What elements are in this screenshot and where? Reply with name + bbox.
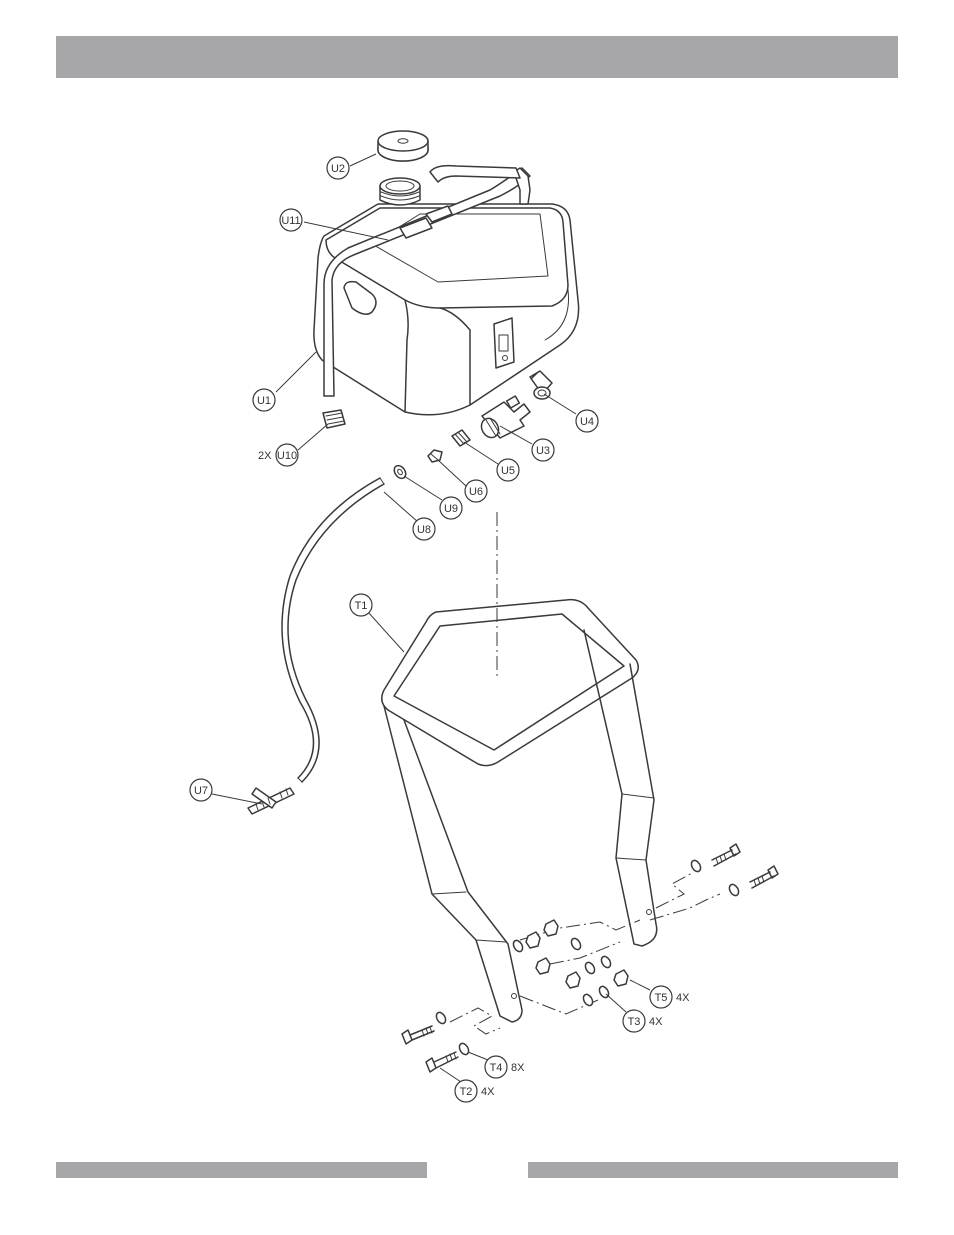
bolt <box>712 844 740 866</box>
svg-text:U8: U8 <box>417 524 431 536</box>
svg-text:4X: 4X <box>649 1016 663 1028</box>
callout-U9: U9 <box>440 497 462 519</box>
hose-barb <box>428 450 442 462</box>
fuel-hose <box>282 478 384 782</box>
callout-U10: 2X U10 <box>258 444 298 466</box>
svg-text:T1: T1 <box>355 600 368 612</box>
callout-T4: T4 8X <box>485 1056 525 1078</box>
svg-text:U7: U7 <box>194 785 208 797</box>
nut <box>526 920 628 988</box>
svg-text:U9: U9 <box>444 503 458 515</box>
callout-T5: T5 4X <box>650 986 690 1008</box>
svg-text:2X: 2X <box>258 450 272 462</box>
callout-U1: U1 <box>253 389 275 411</box>
callout-U5: U5 <box>497 459 519 481</box>
svg-text:8X: 8X <box>511 1062 525 1074</box>
callout-T3: T3 4X <box>623 1010 663 1032</box>
callout-U8: U8 <box>413 518 435 540</box>
fuel-cap <box>378 131 428 161</box>
callout-U11: U11 <box>280 209 302 231</box>
callout-U7: U7 <box>190 779 212 801</box>
svg-text:T2: T2 <box>460 1086 473 1098</box>
svg-text:U6: U6 <box>469 486 483 498</box>
callout-T1: T1 <box>350 594 372 616</box>
shutoff-valve <box>478 396 530 441</box>
svg-text:T3: T3 <box>628 1016 641 1028</box>
svg-text:U4: U4 <box>580 416 594 428</box>
callout-U2: U2 <box>327 157 349 179</box>
svg-text:U5: U5 <box>501 465 515 477</box>
bolt <box>402 1026 434 1044</box>
washer <box>435 859 741 1056</box>
callout-T2: T2 4X <box>455 1080 495 1102</box>
assembly-line <box>650 894 720 920</box>
callout-U3: U3 <box>532 439 554 461</box>
callout-U6: U6 <box>465 480 487 502</box>
callout-U4: U4 <box>576 410 598 432</box>
hose-clamp <box>392 463 408 480</box>
tee-fitting <box>248 788 294 814</box>
svg-text:4X: 4X <box>676 992 690 1004</box>
svg-text:T5: T5 <box>655 992 668 1004</box>
svg-text:T4: T4 <box>490 1062 503 1074</box>
tank-mounting-frame <box>382 600 657 1022</box>
assembly-line <box>656 872 694 908</box>
svg-text:4X: 4X <box>481 1086 495 1098</box>
svg-text:U2: U2 <box>331 163 345 175</box>
elbow-fitting <box>530 371 552 399</box>
svg-text:U11: U11 <box>281 215 300 227</box>
svg-text:U10: U10 <box>277 450 297 462</box>
assembly-line <box>450 1008 500 1034</box>
svg-text:U3: U3 <box>536 445 550 457</box>
svg-text:U1: U1 <box>257 395 271 407</box>
bolt <box>750 866 778 888</box>
